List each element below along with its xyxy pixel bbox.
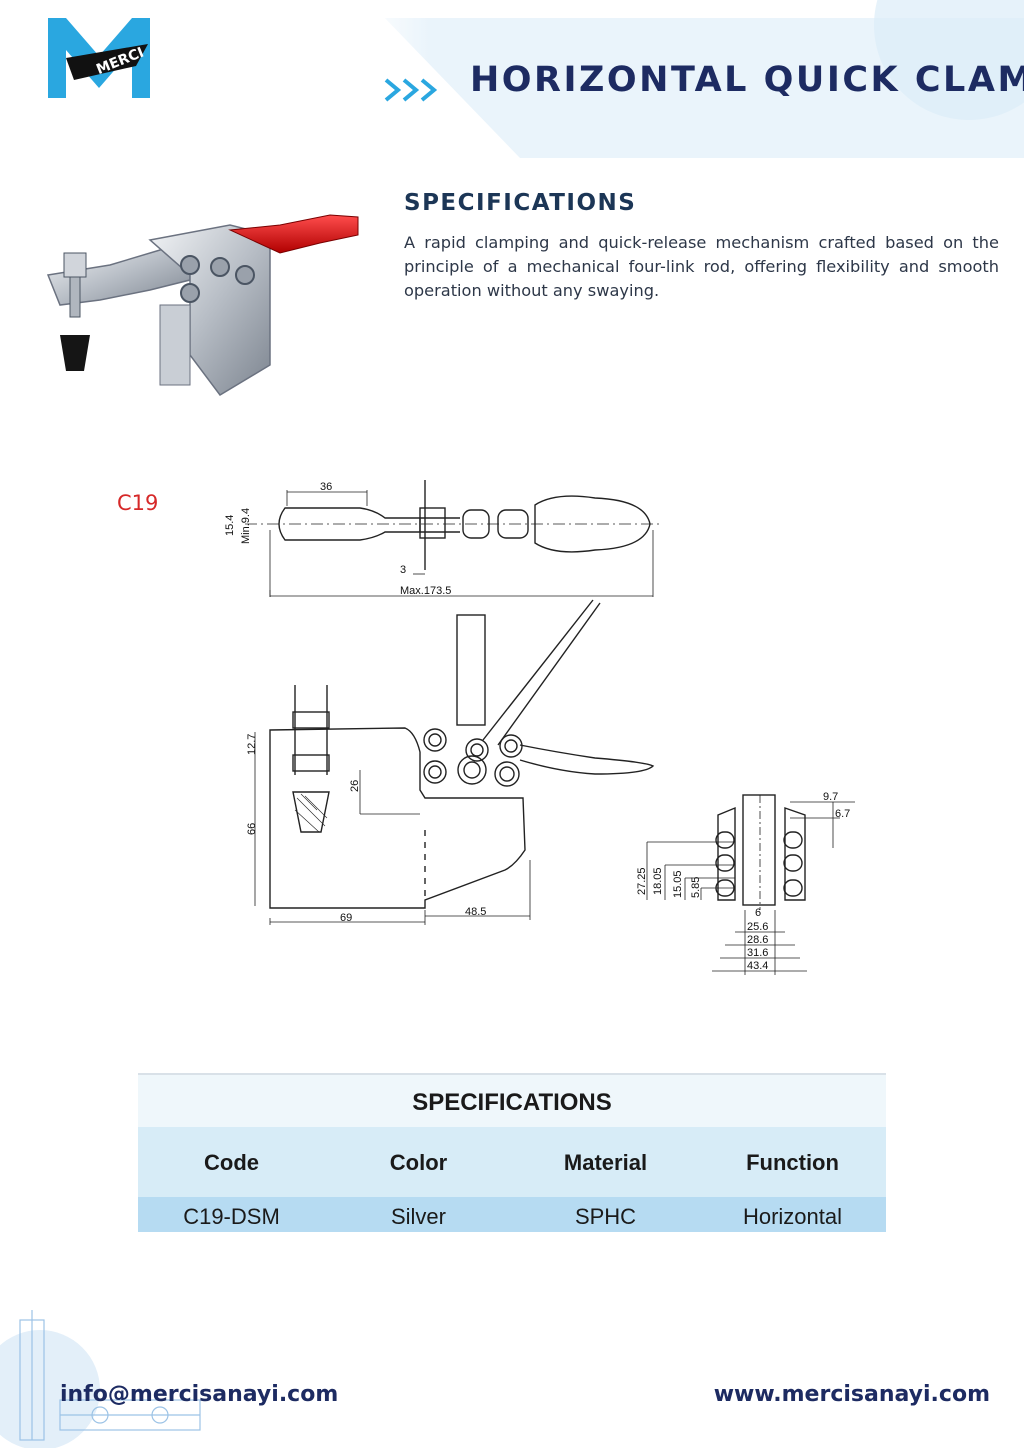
cell-function: Horizontal: [742, 1204, 843, 1229]
column-header-material: Material: [563, 1150, 648, 1175]
footer-website-link[interactable]: www.mercisanayi.com: [713, 1382, 990, 1407]
dim-28-6: 28.6: [747, 934, 768, 946]
column-header-code: Code: [204, 1150, 259, 1175]
clamp-photo: [46, 214, 359, 396]
dim-69: 69: [340, 912, 352, 924]
dim-15-05: 15.05: [672, 870, 684, 898]
dim-15-4: 15.4: [224, 515, 236, 536]
dim-9-7: 9.7: [823, 791, 838, 803]
chevron-arrows-icon: [384, 78, 438, 102]
footer-email-link[interactable]: info@mercisanayi.com: [60, 1382, 339, 1407]
dim-6-7: 6.7: [835, 808, 850, 820]
cell-material: SPHC: [574, 1204, 637, 1229]
dim-26: 26: [349, 780, 361, 792]
cell-color: Silver: [390, 1204, 446, 1229]
dim-25-6: 25.6: [747, 921, 768, 933]
technical-drawing: 36 15.4 Min.9.4 3 Max.173.5 12.7 26 66 6…: [224, 480, 855, 975]
dim-27-25: 27.25: [636, 867, 648, 895]
table-title: SPECIFICATIONS: [138, 1075, 886, 1127]
merci-logo: MERCI: [48, 18, 150, 98]
page-title: HORIZONTAL QUICK CLAMP: [470, 60, 1024, 100]
dim-48-5: 48.5: [465, 906, 486, 918]
footer-blueprint-decoration: [0, 1310, 201, 1448]
dim-max-173-5: Max.173.5: [400, 585, 451, 597]
dim-12-7: 12.7: [246, 734, 258, 755]
cell-code: C19-DSM: [183, 1204, 280, 1229]
dim-31-6: 31.6: [747, 947, 768, 959]
column-header-color: Color: [389, 1150, 448, 1175]
dim-6: 6: [755, 907, 761, 919]
specifications-heading: SPECIFICATIONS: [404, 190, 637, 216]
dim-5-85: 5.85: [690, 877, 702, 898]
dim-43-4: 43.4: [747, 960, 768, 972]
table-header-row: Code Color Material Function: [138, 1127, 886, 1197]
dim-18-05: 18.05: [652, 867, 664, 895]
specifications-table: SPECIFICATIONS Code Color Material Funct…: [138, 1073, 886, 1232]
table-row: C19-DSM Silver SPHC Horizontal: [138, 1197, 886, 1232]
column-header-function: Function: [746, 1150, 839, 1175]
dim-66: 66: [246, 823, 258, 835]
model-label: C19: [117, 491, 159, 515]
dim-36: 36: [320, 481, 332, 493]
dim-min-9-4: Min.9.4: [240, 508, 252, 544]
specifications-description: A rapid clamping and quick-release mecha…: [404, 233, 999, 300]
dim-3: 3: [400, 564, 406, 576]
